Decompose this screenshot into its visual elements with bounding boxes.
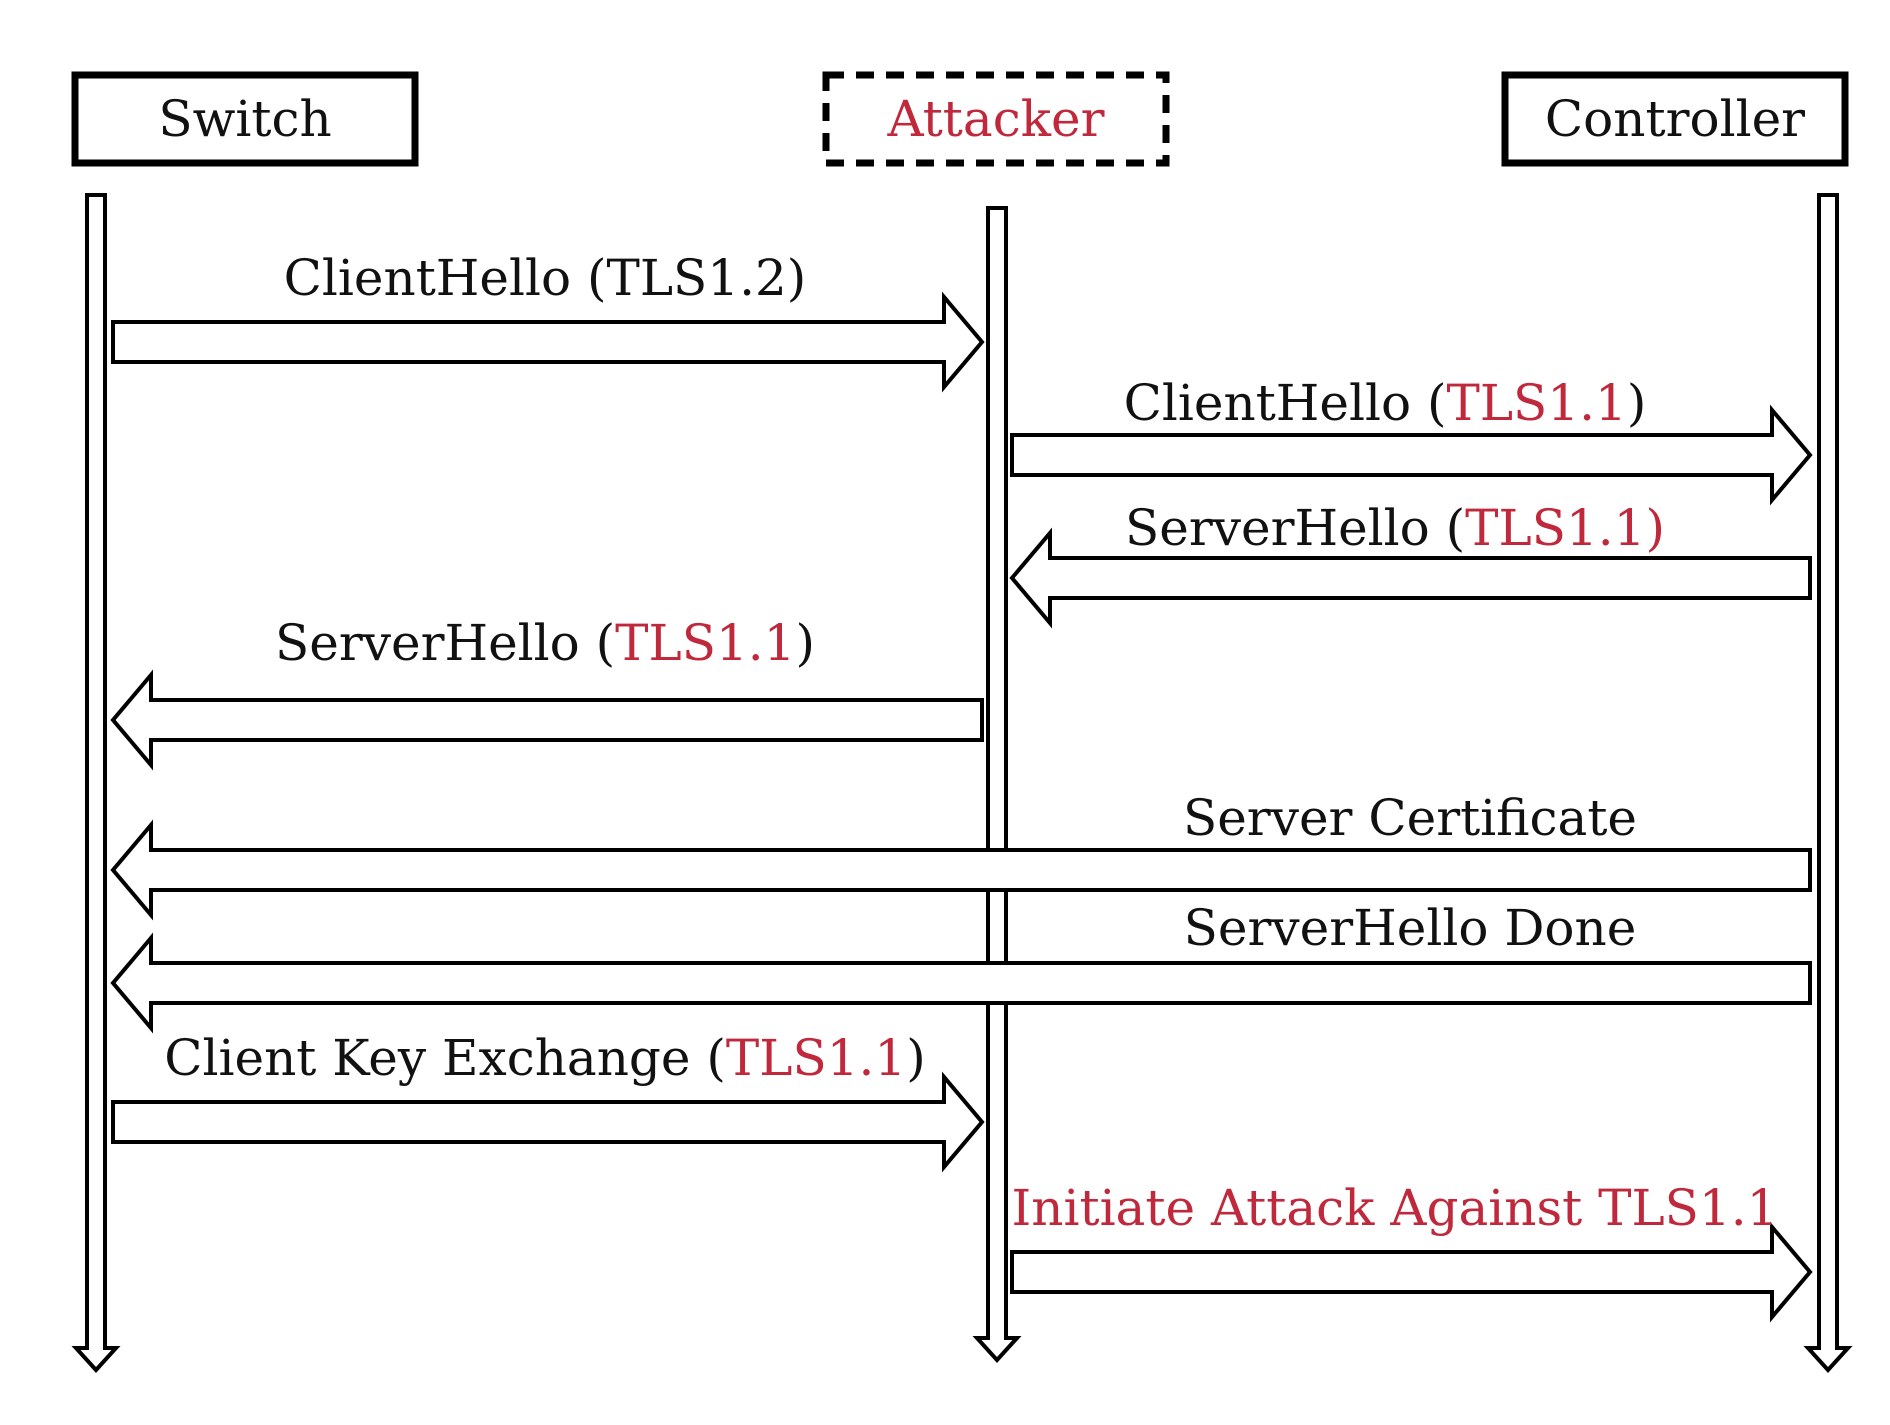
message-label-4: ServerHello (TLS1.1) [275, 614, 815, 672]
message-arrow-1 [111, 291, 985, 393]
lifeline-attacker [972, 206, 1022, 1363]
message-label-segment: ClientHello ( [1124, 374, 1447, 432]
message-label-7: Client Key Exchange (TLS1.1) [164, 1029, 926, 1087]
message-label-segment: ServerHello ( [275, 614, 615, 672]
message-label-segment: ClientHello (TLS1.2) [284, 249, 807, 307]
message-5: Server Certificate [110, 789, 1812, 921]
message-label-6: ServerHello Done [1184, 899, 1637, 957]
actor-box-controller [1501, 71, 1849, 167]
message-arrow-5 [110, 819, 1812, 921]
actor-box-switch [71, 71, 419, 167]
message-label-segment: ) [1627, 374, 1647, 432]
actor-attacker: Attacker [822, 71, 1170, 167]
message-6: ServerHello Done [110, 899, 1812, 1034]
actor-label-controller: Controller [1545, 90, 1805, 148]
lifeline-controller [1803, 193, 1853, 1373]
message-label-segment: Initiate Attack Against TLS1.1 [1012, 1179, 1779, 1237]
lifelines-layer [71, 193, 1853, 1373]
message-3: ServerHello (TLS1.1) [1009, 499, 1812, 629]
message-label-segment: ) [906, 1029, 926, 1087]
message-label-segment: Server Certificate [1183, 789, 1637, 847]
message-label-segment: Client Key Exchange ( [164, 1029, 726, 1087]
message-label-segment: ServerHello ( [1125, 499, 1465, 557]
message-arrow-6 [110, 932, 1812, 1034]
message-label-segment: TLS1.1 [615, 614, 795, 672]
lifeline-switch [71, 193, 121, 1373]
message-label-segment: TLS1.1 [726, 1029, 906, 1087]
message-label-segment: ServerHello Done [1184, 899, 1637, 957]
message-label-5: Server Certificate [1183, 789, 1637, 847]
message-label-2: ClientHello (TLS1.1) [1124, 374, 1647, 432]
actor-box-attacker [822, 71, 1170, 167]
actor-label-attacker: Attacker [886, 90, 1104, 148]
actor-switch: Switch [71, 71, 419, 167]
message-arrow-3 [1009, 527, 1812, 629]
message-label-segment: TLS1.1 [1446, 374, 1626, 432]
message-label-1: ClientHello (TLS1.2) [284, 249, 807, 307]
message-4: ServerHello (TLS1.1) [110, 614, 984, 771]
message-label-8: Initiate Attack Against TLS1.1 [1012, 1179, 1779, 1237]
message-label-segment: TLS1.1) [1465, 499, 1665, 557]
message-7: Client Key Exchange (TLS1.1) [111, 1029, 985, 1173]
message-arrow-4 [110, 669, 984, 771]
message-arrow-7 [111, 1071, 985, 1173]
messages-layer: ClientHello (TLS1.2)ClientHello (TLS1.1)… [110, 249, 1813, 1323]
actor-controller: Controller [1501, 71, 1849, 167]
message-2: ClientHello (TLS1.1) [1010, 374, 1813, 506]
message-label-segment: ) [795, 614, 815, 672]
actors-layer: Switch Attacker Controller [71, 71, 1849, 167]
actor-label-switch: Switch [158, 90, 331, 148]
message-arrow-8 [1010, 1221, 1813, 1323]
message-arrow-2 [1010, 404, 1813, 506]
message-label-3: ServerHello (TLS1.1) [1125, 499, 1665, 557]
message-1: ClientHello (TLS1.2) [111, 249, 985, 393]
message-8: Initiate Attack Against TLS1.1 [1010, 1179, 1813, 1323]
